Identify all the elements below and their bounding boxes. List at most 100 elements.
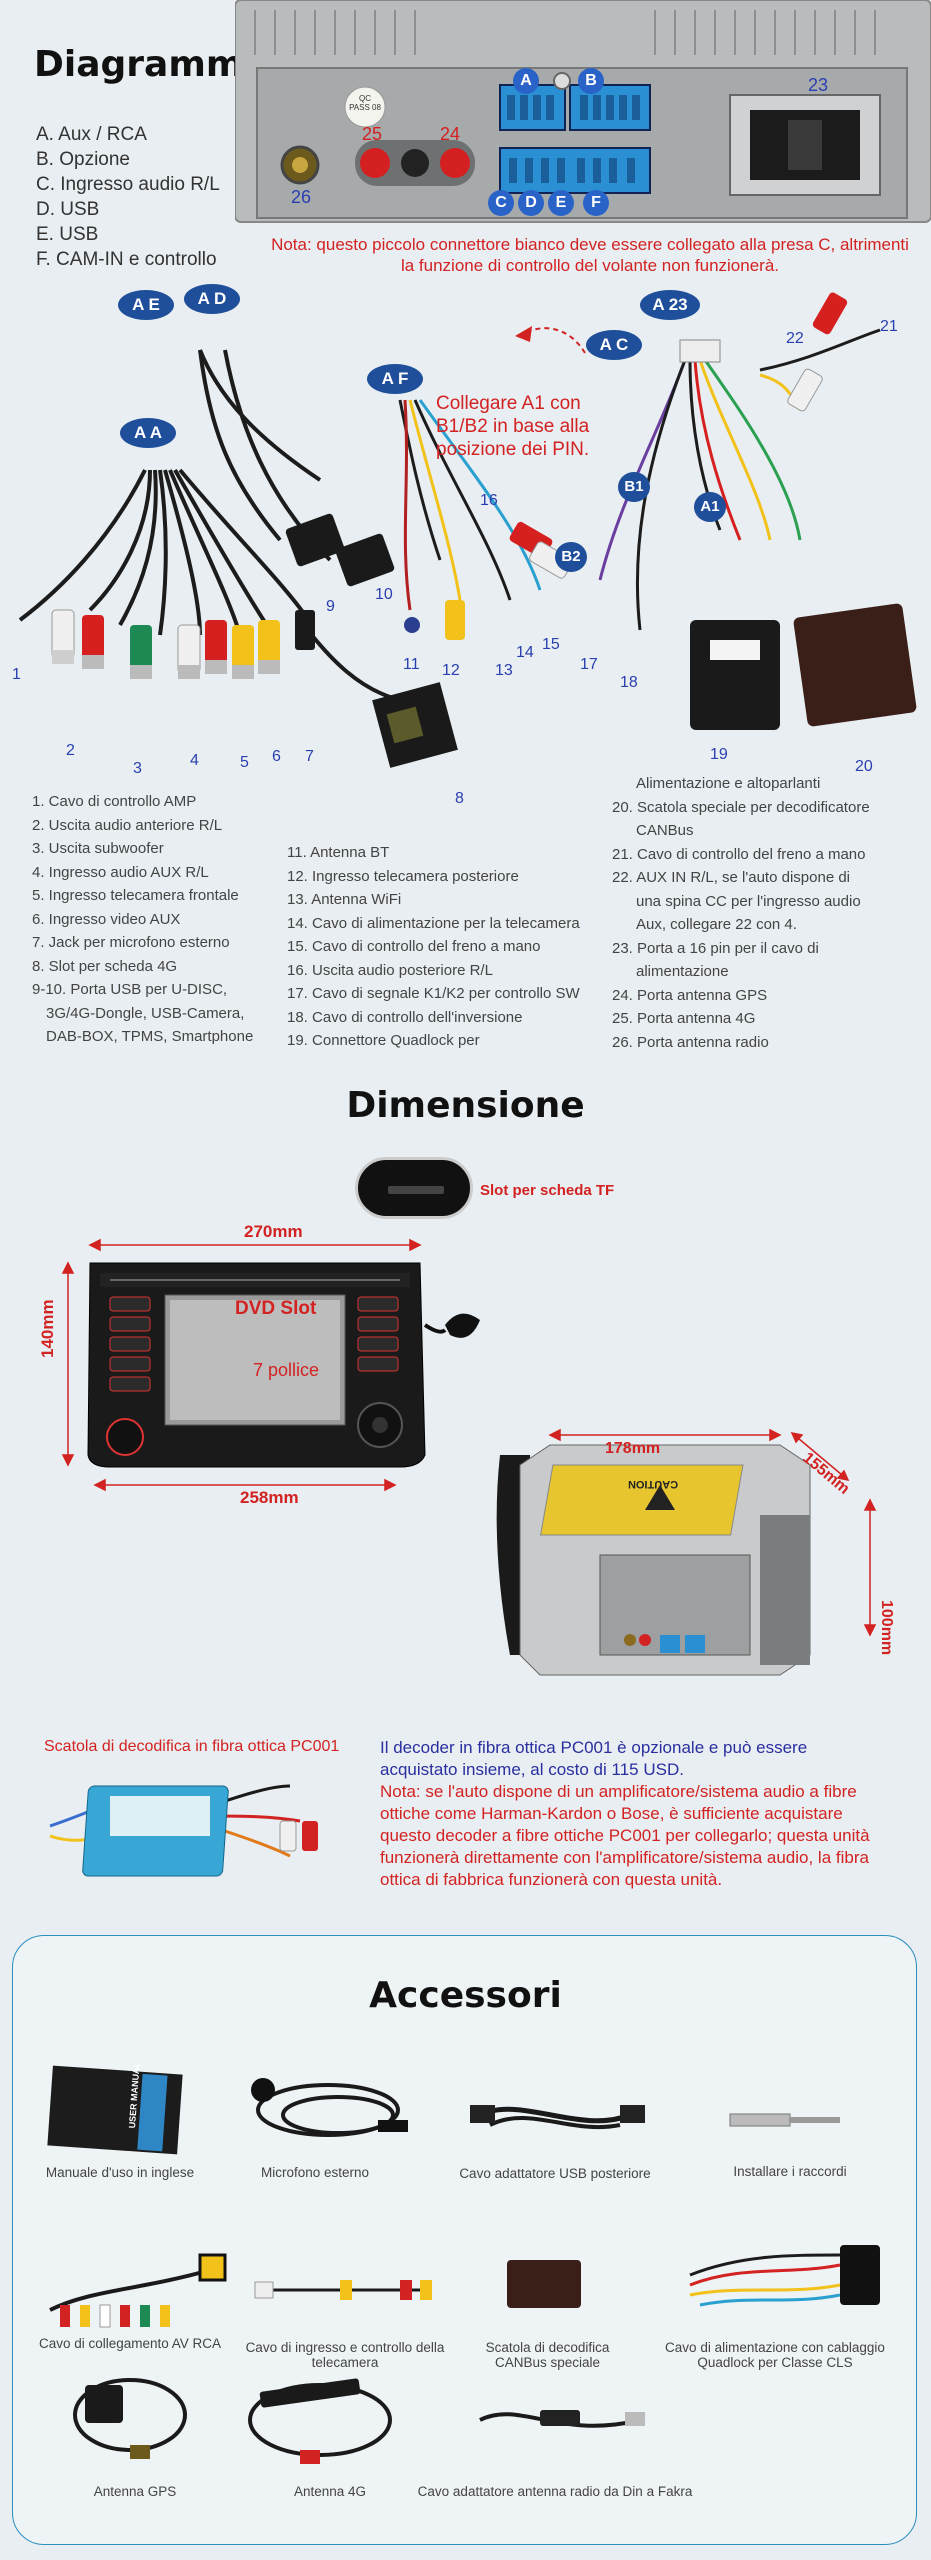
width-bottom-label: 258mm: [240, 1488, 299, 1507]
harness-badge-b1: B1: [618, 472, 650, 502]
accessory-label: Cavo di alimentazione con cablaggio Quad…: [665, 2340, 885, 2370]
port-label-23: 23: [808, 75, 829, 95]
decoder-box-image: [49, 1784, 318, 1877]
cable-number: 20: [855, 758, 873, 775]
cable-number: 16: [480, 492, 498, 509]
quadlock-power-cable-image: [689, 2245, 880, 2307]
cable-number: 19: [710, 746, 728, 763]
accessory-label: Cavo adattatore antenna radio da Din a F…: [417, 2484, 693, 2499]
harness-badge-b2: B2: [555, 542, 587, 572]
cable-number: 11: [403, 656, 420, 673]
gps-antenna-image: [73, 2378, 187, 2459]
front-unit-dimension-drawing: [61, 1238, 480, 1492]
list-item: 1. Cavo di controllo AMP: [32, 793, 197, 810]
list-item: 9-10. Porta USB per U-DISC,: [32, 981, 228, 998]
cable-number: 8: [455, 790, 464, 807]
accessory-label: Cavo di collegamento AV RCA: [38, 2336, 222, 2351]
harness-badge-ad: A D: [184, 284, 240, 314]
connector-note: Nota: questo piccolo connettore bianco d…: [271, 235, 909, 275]
cable-number: 13: [495, 662, 513, 679]
cable-number: 5: [240, 754, 249, 771]
legend-item: B. Opzione: [36, 149, 130, 170]
list-item: alimentazione: [636, 963, 729, 980]
cable-number: 17: [580, 656, 598, 673]
accessory-label: Cavo adattatore USB posteriore: [459, 2166, 651, 2181]
list-item: 20. Scatola speciale per decodificatore: [612, 798, 870, 816]
list-item: 17. Cavo di segnale K1/K2 per controllo …: [287, 985, 580, 1002]
list-item: 23. Porta a 16 pin per il cavo di: [612, 939, 819, 957]
legend-item: C. Ingresso audio R/L: [36, 174, 220, 195]
accessory-label: Antenna 4G: [293, 2484, 367, 2499]
harness-badge-a23: A 23: [640, 290, 700, 320]
diagram-legend: A. Aux / RCA B. Opzione C. Ingresso audi…: [36, 122, 220, 272]
dvd-slot-label: DVD Slot: [235, 1298, 317, 1319]
list-item: una spina CC per l'ingresso audio: [636, 892, 861, 910]
accessory-label: Installare i raccordi: [733, 2164, 847, 2179]
port-label-a: A: [513, 68, 539, 94]
list-item: Aux, collegare 22 con 4.: [636, 916, 797, 933]
list-item: 22. AUX IN R/L, se l'auto dispone di: [612, 869, 851, 886]
list-item: 26. Porta antenna radio: [612, 1033, 769, 1051]
list-item: 25. Porta antenna 4G: [612, 1010, 756, 1027]
list-item: Alimentazione e altoparlanti: [636, 775, 821, 792]
list-item: 19. Connettore Quadlock per: [287, 1032, 480, 1049]
port-label-26: 26: [291, 187, 312, 207]
cable-number: 12: [442, 662, 460, 679]
arrow-icon: [515, 326, 586, 354]
list-item: 21. Cavo di controllo del freno a mano: [612, 845, 866, 863]
wiring-harness-illustration: [18, 292, 917, 768]
screen-size-label: 7 pollice: [253, 1360, 320, 1380]
harness-badge-a1: A1: [694, 492, 726, 522]
list-item: 24. Porta antenna GPS: [612, 986, 768, 1004]
cable-number: 10: [375, 586, 393, 603]
list-item: 6. Ingresso video AUX: [32, 910, 181, 928]
decoder-label: Scatola di decodifica in fibra ottica PC…: [44, 1738, 340, 1755]
list-item: CANBus: [636, 822, 694, 839]
microphone-image: [251, 2078, 408, 2137]
tf-slot-label: Slot per scheda TF: [480, 1182, 615, 1199]
harness-badge-ae: A E: [118, 290, 174, 320]
accessory-label: Manuale d'uso in inglese: [45, 2165, 195, 2180]
list-item: 14. Cavo di alimentazione per la telecam…: [287, 914, 580, 932]
cable-number: 1: [12, 666, 21, 683]
av-rca-cable-image: [49, 2253, 227, 2328]
list-item: 12. Ingresso telecamera posteriore: [287, 867, 519, 885]
list-item: 11. Antenna BT: [287, 844, 390, 861]
cable-list-col3: Alimentazione e altoparlanti 20. Scatola…: [612, 772, 912, 1054]
accessory-label: Antenna GPS: [93, 2484, 177, 2499]
harness-badge-ac: A C: [586, 330, 642, 360]
canbus-decoder-box-image: [507, 2260, 581, 2308]
list-item: 3G/4G-Dongle, USB-Camera,: [46, 1004, 245, 1022]
qc-sticker: QC PASS 08: [349, 94, 381, 112]
port-label-d: D: [518, 190, 544, 216]
rear-unit-dimension-drawing: [496, 1428, 877, 1676]
width-top-label: 270mm: [244, 1222, 303, 1241]
accessory-label: Scatola di decodifica CANBus speciale: [485, 2340, 610, 2370]
legend-item: D. USB: [36, 199, 100, 220]
port-label-24: 24: [440, 124, 461, 144]
harness-badge-aa: A A: [120, 418, 176, 448]
dimension-title: Dimensione: [346, 1085, 585, 1126]
height-label: 140mm: [38, 1299, 57, 1358]
head-unit-back-panel: [235, 0, 931, 223]
legend-item: F. CAM-IN e controllo: [36, 249, 217, 270]
legend-item: A. Aux / RCA: [36, 124, 147, 145]
usb-adapter-cable-image: [470, 2105, 645, 2130]
accessories-title: Accessori: [369, 1975, 562, 2016]
cable-number: 2: [66, 742, 75, 759]
decoder-note: Nota: se l'auto dispone di un amplificat…: [380, 1782, 870, 1889]
port-label-c: C: [488, 190, 514, 216]
cable-number: 7: [305, 748, 314, 765]
user-manual-image: [47, 2065, 183, 2155]
list-item: 2. Uscita audio anteriore R/L: [32, 816, 223, 834]
cable-number: 3: [133, 760, 142, 777]
back-height-label: 100mm: [878, 1600, 895, 1656]
port-label-b: B: [578, 68, 604, 94]
accessory-label: Cavo di ingresso e controllo della telec…: [245, 2340, 445, 2370]
list-item: 18. Cavo di controllo dell'inversione: [287, 1008, 523, 1026]
accessory-label: Microfono esterno: [260, 2165, 370, 2180]
cable-number: 18: [620, 674, 638, 691]
legend-item: E. USB: [36, 224, 99, 245]
list-item: 7. Jack per microfono esterno: [32, 934, 230, 951]
camera-input-cable-image: [254, 2280, 432, 2300]
